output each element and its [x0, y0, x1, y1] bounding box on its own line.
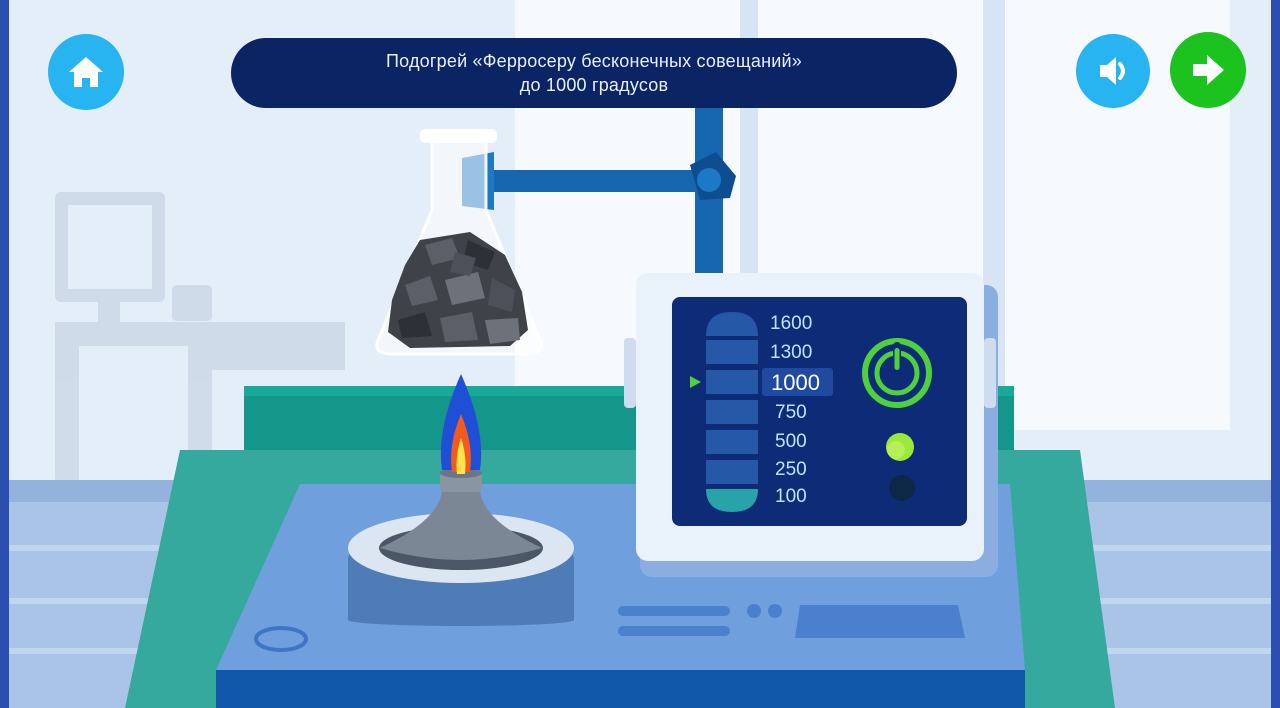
scale-value[interactable]: 100 [775, 486, 807, 507]
indicator-off [889, 475, 915, 501]
home-icon [69, 57, 103, 87]
task-line-1: Подогрей «Ферросеру бесконечных совещани… [386, 51, 802, 71]
flask [375, 129, 543, 356]
task-line-2: до 1000 градусов [519, 75, 669, 95]
stand-arm [488, 170, 708, 192]
scale-value-selected[interactable]: 1000 [771, 370, 820, 395]
scale-selected-highlight [762, 368, 833, 396]
arrow-right-icon [1193, 55, 1224, 85]
home-button[interactable] [38, 34, 124, 116]
scale-value[interactable]: 250 [775, 459, 807, 480]
scale-pointer [690, 376, 701, 388]
power-icon[interactable] [862, 338, 932, 408]
task-banner: Подогрей «Ферросеру бесконечных совещани… [231, 38, 957, 108]
scale-value[interactable]: 750 [775, 402, 807, 423]
scale-value[interactable]: 500 [775, 431, 807, 452]
speaker-icon [1100, 57, 1125, 85]
scale-value[interactable]: 1300 [770, 342, 813, 363]
bunsen-burner [348, 374, 574, 626]
heater-device [624, 273, 998, 577]
next-button[interactable] [1160, 32, 1246, 114]
scale-value[interactable]: 1600 [770, 313, 813, 334]
sound-button[interactable] [1066, 34, 1150, 116]
